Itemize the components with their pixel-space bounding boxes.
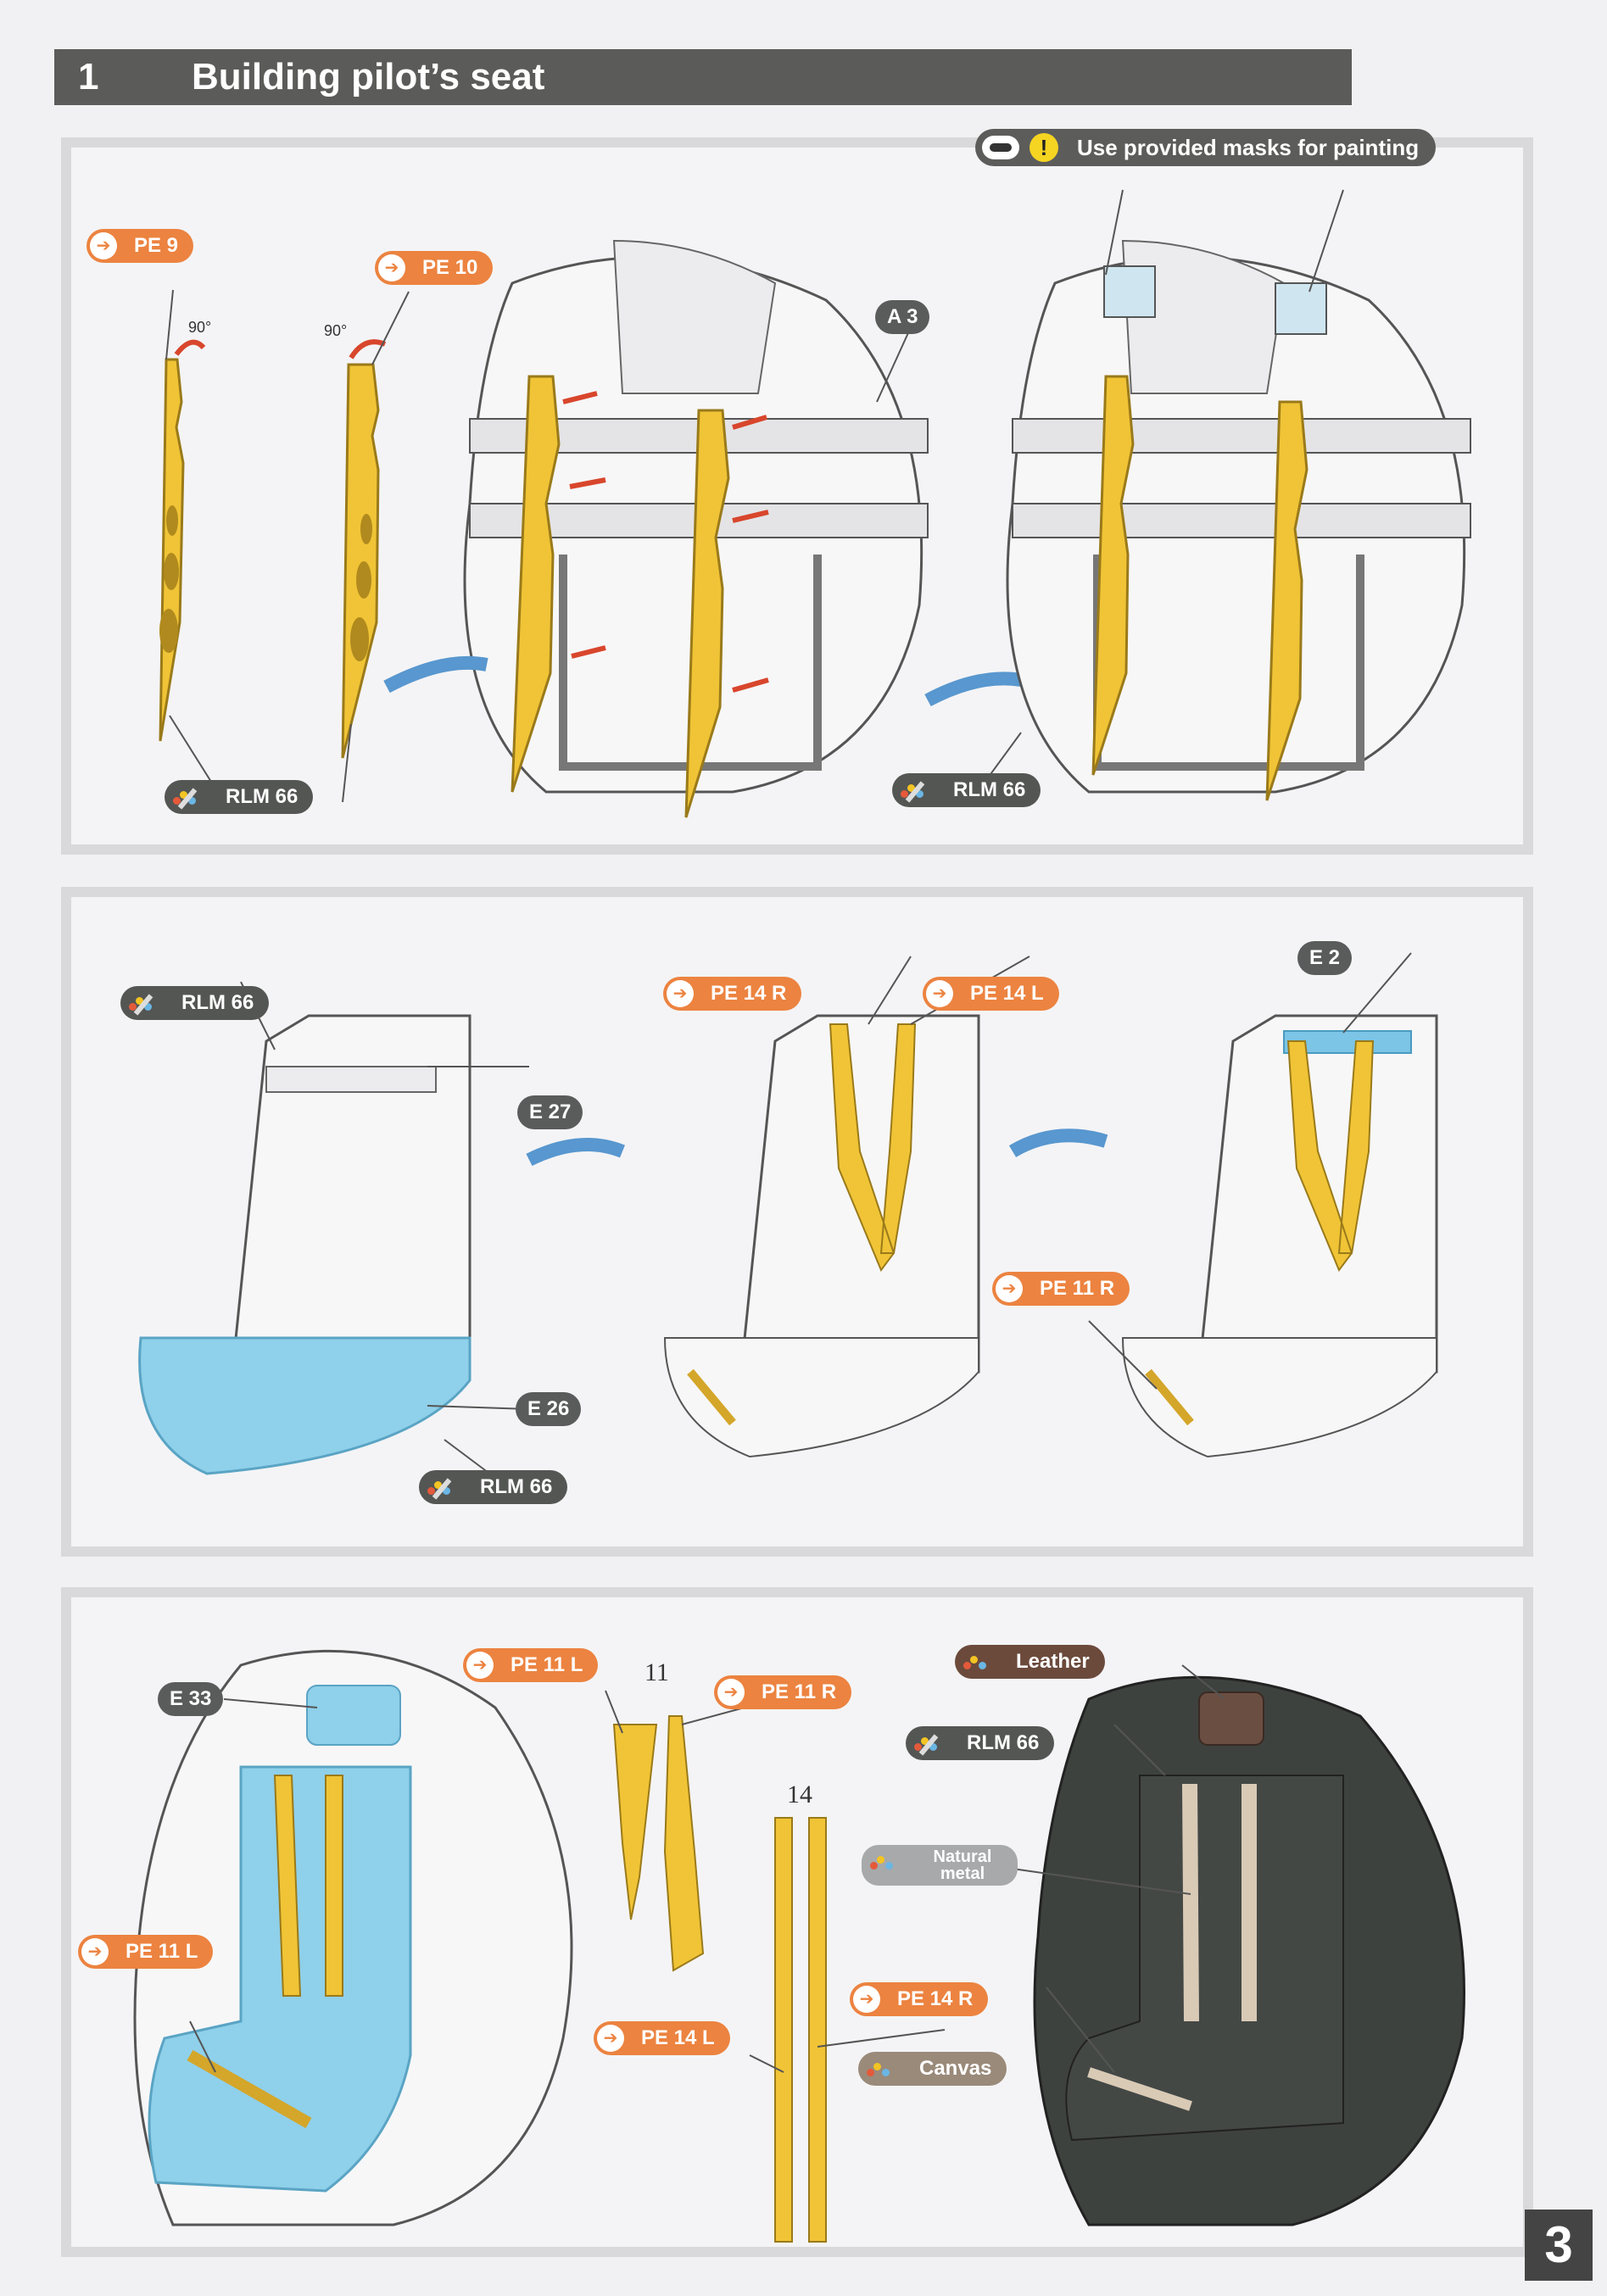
step-title: Building pilot’s seat — [192, 56, 545, 98]
paint-label: Canvas — [858, 2052, 1007, 2086]
part-label: E 27 — [517, 1095, 583, 1129]
paint-palette-icon — [862, 2055, 902, 2082]
panel1-illustration — [159, 189, 1471, 818]
pe-label-text: PE 14 L — [641, 2026, 715, 2049]
paint-label-text: Canvas — [919, 2057, 992, 2080]
step-number: 1 — [78, 56, 99, 98]
pe-label: ➔ PE 11 R — [714, 1675, 852, 1709]
pe-label: ➔ PE 11 L — [463, 1648, 599, 1682]
pe-icon: ➔ — [667, 980, 694, 1007]
masks-note-text: Use provided masks for painting — [1077, 135, 1420, 160]
pe-label-text: PE 11 R — [1040, 1277, 1115, 1300]
paint-palette-icon — [958, 1648, 999, 1675]
part-label: A 3 — [875, 300, 930, 334]
page-number: 3 — [1525, 2210, 1593, 2281]
paint-label-text: RLM 66 — [226, 785, 299, 808]
paint-label: RLM 66 — [892, 773, 1041, 807]
warning-icon: ! — [1029, 133, 1058, 162]
paint-palette-icon — [124, 989, 165, 1017]
pe-label: ➔ PE 14 R — [663, 977, 802, 1011]
paint-label: RLM 66 — [906, 1726, 1055, 1760]
pe-label: ➔ PE 14 L — [923, 977, 1059, 1011]
mask-icon — [982, 136, 1019, 159]
pe-icon: ➔ — [378, 254, 405, 281]
pe-label-text: PE 11 L — [511, 1653, 583, 1676]
paint-label-text: RLM 66 — [480, 1475, 553, 1498]
pe-label-text: PE 9 — [134, 234, 179, 257]
paint-label-text: metal — [940, 1864, 985, 1883]
paint-label-text: Natural — [933, 1847, 992, 1866]
pe-label: ➔ PE 9 — [86, 229, 194, 263]
pe-label-text: PE 11 L — [126, 1940, 198, 1963]
paint-label: RLM 66 — [165, 780, 314, 814]
masks-note: ! Use provided masks for painting — [975, 129, 1437, 166]
part-label: E 33 — [158, 1682, 224, 1716]
paint-label: RLM 66 — [419, 1470, 568, 1504]
paint-label-text: RLM 66 — [967, 1731, 1040, 1754]
pe-icon: ➔ — [853, 1986, 880, 2013]
part-number-11: 11 — [644, 1658, 669, 1686]
pe-icon: ➔ — [90, 232, 117, 259]
angle-label: 90° — [188, 319, 212, 336]
pe-label-text: PE 11 R — [762, 1680, 837, 1703]
paint-label: RLM 66 — [120, 986, 270, 1020]
pe-icon: ➔ — [926, 980, 953, 1007]
part-label: E 26 — [516, 1392, 582, 1426]
pe-icon: ➔ — [466, 1652, 494, 1679]
paint-palette-icon — [422, 1474, 463, 1501]
panel3-illustration — [133, 1649, 1465, 2243]
pe-icon: ➔ — [996, 1275, 1023, 1302]
panel2-illustration — [138, 952, 1438, 1491]
pe-label-text: PE 14 R — [711, 982, 787, 1005]
pe-label-text: PE 14 L — [970, 982, 1044, 1005]
paint-label-text: Leather — [1016, 1650, 1090, 1673]
step-header: 1 Building pilot’s seat — [54, 49, 1352, 105]
pe-label: ➔ PE 14 R — [850, 1982, 989, 2016]
paint-palette-icon — [865, 1848, 906, 1875]
paint-label-text: RLM 66 — [181, 991, 254, 1014]
paint-label: Leather — [955, 1645, 1105, 1679]
pe-label: ➔ PE 10 — [375, 251, 494, 285]
pe-label-text: PE 14 R — [897, 1987, 974, 2010]
paint-palette-icon — [909, 1730, 950, 1757]
pe-icon: ➔ — [717, 1679, 745, 1706]
paint-label-text: RLM 66 — [953, 778, 1026, 801]
part-label: E 2 — [1297, 941, 1353, 975]
pe-icon: ➔ — [597, 2025, 624, 2052]
pe-label-text: PE 10 — [422, 256, 478, 279]
part-number-14: 14 — [787, 1781, 812, 1808]
paint-palette-icon — [896, 777, 936, 804]
panel-step-1 — [61, 137, 1533, 855]
paint-palette-icon — [168, 783, 209, 811]
pe-icon: ➔ — [81, 1938, 109, 1965]
pe-label: ➔ PE 11 L — [78, 1935, 214, 1969]
pe-label: ➔ PE 14 L — [594, 2021, 730, 2055]
angle-label: 90° — [324, 322, 348, 339]
pe-label: ➔ PE 11 R — [992, 1272, 1130, 1306]
